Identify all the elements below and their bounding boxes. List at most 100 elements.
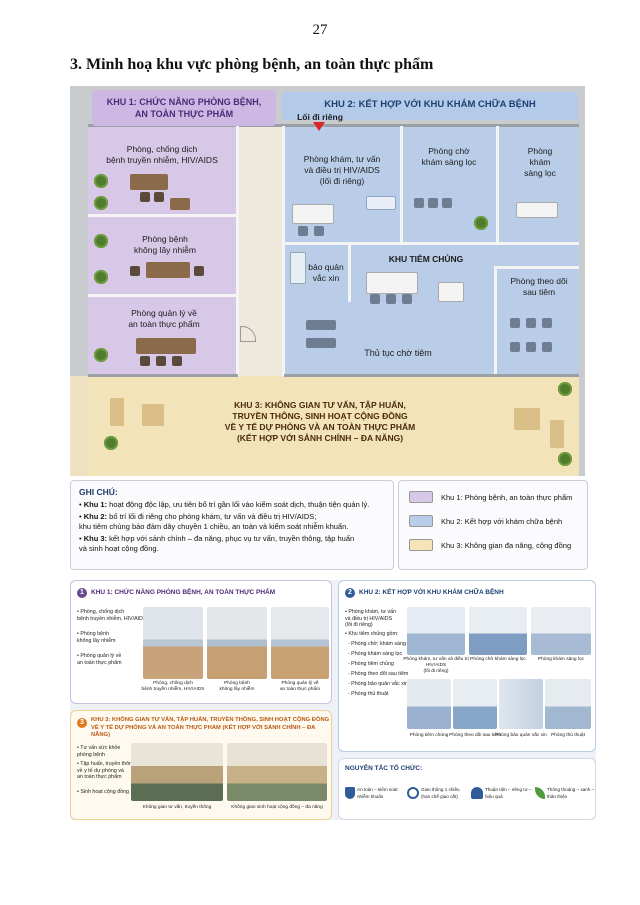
fridge (290, 252, 306, 284)
leaf-icon (535, 787, 545, 799)
legend-box: Khu 1: Phòng bệnh, an toàn thực phẩm Khu… (398, 480, 588, 570)
card3-bullet: • Sinh hoạt cộng đồng (77, 789, 129, 795)
note-item: • Khu 1: hoạt động độc lập, ưu tiên bố t… (79, 500, 370, 509)
legend-item: Khu 2: Kết hợp với khám chữa bệnh (409, 515, 587, 527)
flow-icon (407, 787, 419, 799)
zone2-area (284, 126, 579, 376)
photo-vaccination (407, 679, 451, 729)
zone3-left-wing (70, 376, 88, 476)
photo-food-safety (271, 607, 329, 679)
photo-screening (531, 607, 591, 655)
card3-title: KHU 3: KHÔNG GIAN TƯ VẤN, TẬP HUẤN, TRUY… (91, 717, 330, 738)
poster-card-zone1: 1 KHU 1: CHỨC NĂNG PHÒNG BỆNH, AN TOÀN T… (70, 580, 332, 704)
photo-caption: Phòng tiêm chủng (409, 733, 449, 738)
photo-post-vaccination (453, 679, 497, 729)
note-item: • Khu 2: bố trí lối đi riêng cho phòng k… (79, 512, 349, 531)
photo-caption: Phòng quản lý về an toàn thực phẩm (279, 681, 321, 692)
note-label: Khu 1: (83, 500, 108, 509)
poster-card-zone3: 3 KHU 3: KHÔNG GIAN TƯ VẤN, TẬP HUẤN, TR… (70, 710, 332, 820)
zone2-number-badge: 2 (345, 588, 355, 598)
photo-hiv-clinic (407, 607, 465, 655)
legend-item: Khu 1: Phòng bệnh, an toàn thực phẩm (409, 491, 587, 503)
poster: 1 KHU 1: CHỨC NĂNG PHÒNG BỆNH, AN TOÀN T… (70, 580, 596, 820)
floor-plan: KHU 1: CHỨC NĂNG PHÒNG BỆNH, AN TOÀN THỰ… (70, 86, 585, 476)
people-icon (471, 787, 483, 799)
photo-caption: Phòng, chống dịch bệnh truyền nhiễm, HIV… (141, 681, 205, 692)
photo-caption: Phòng bảo quản vắc xin (495, 733, 547, 738)
zone1-number-badge: 1 (77, 588, 87, 598)
sofa (550, 420, 564, 448)
section-heading: 3. Minh hoạ khu vực phòng bệnh, an toàn … (70, 56, 434, 73)
legend-swatch (409, 539, 433, 551)
plant-icon (558, 382, 572, 396)
page-number: 27 (312, 22, 328, 38)
photo-ncd (207, 607, 267, 679)
vaccination-table (366, 272, 418, 294)
photo-caption: Phòng chờ khám sàng lọc (470, 657, 526, 662)
card1-bullet: • Phòng bệnh không lây nhiễm (77, 631, 116, 644)
exam-bed (366, 196, 396, 210)
room-waiting-label: Phòng chờ khám sàng lọc (421, 146, 477, 167)
poster-card-zone2: 2 KHU 2: KẾT HỢP VỚI KHU KHÁM CHỮA BỆNH … (338, 580, 596, 752)
legend-swatch (409, 515, 433, 527)
desk (136, 338, 196, 354)
photo-caption: Phòng khám, tư vấn và điều trị HIV/AIDS … (403, 657, 469, 674)
desk (146, 262, 190, 278)
photo-caption: Phòng thủ thuật (551, 733, 585, 738)
notes-title: GHI CHÚ: (79, 487, 118, 497)
card2-bullet: • Khu tiêm chủng gồm: (345, 631, 399, 637)
room-hiv-prevention-label: Phòng, chống dịch bệnh truyền nhiễm, HIV… (106, 144, 218, 165)
card1-bullet: • Phòng, chống dịch bệnh truyền nhiễm, H… (77, 609, 147, 622)
card3-bullet: • Tập huấn, truyền thông về y tế dự phòn… (77, 761, 136, 780)
plant-icon (94, 234, 108, 248)
card2-bullet: • Phòng khám, tư vấn và điều trị HIV/AID… (345, 609, 397, 628)
plant-icon (94, 348, 108, 362)
zone2-title: KHU 2: KẾT HỢP VỚI KHU KHÁM CHỮA BỆNH (282, 92, 578, 120)
desk (292, 204, 334, 224)
sofa (110, 398, 124, 426)
principle-item: Giao thông 1 chiều (hạn chế giao cắt) (421, 787, 460, 799)
note-item: • Khu 3: kết hợp với sảnh chính – đa năn… (79, 534, 355, 553)
sofa (514, 408, 540, 430)
zone1-title: KHU 1: CHỨC NĂNG PHÒNG BỆNH, AN TOÀN THỰ… (92, 90, 276, 126)
room-hiv-clinic-label: Phòng khám, tư vấn và điều trị HIV/AIDS … (303, 154, 381, 186)
photo-caption: Không gian sinh hoạt cộng đồng – đa năng (231, 805, 323, 810)
card2-bullet: - Phòng chờ; khám sàng lọc (345, 641, 415, 647)
card2-bullet: - Phòng thủ thuật (345, 691, 389, 697)
photo-vaccine-storage (499, 679, 543, 729)
photo-caption: Phòng khám sàng lọc (537, 657, 585, 662)
photo-consultation (131, 743, 223, 801)
room-ncd-label: Phòng bệnh không lây nhiễm (134, 234, 196, 255)
card2-bullet: - Phòng theo dõi sau tiêm (345, 671, 409, 677)
room-post-vaccination-label: Phòng theo dõi sau tiêm (510, 276, 568, 297)
desk (516, 202, 558, 218)
plant-icon (104, 436, 118, 450)
card3-bullet: • Tư vấn sức khỏe phòng bệnh (77, 745, 121, 758)
plant-icon (558, 452, 572, 466)
desk (170, 198, 190, 210)
plant-icon (94, 174, 108, 188)
card1-title: KHU 1: CHỨC NĂNG PHÒNG BỆNH, AN TOÀN THỰ… (91, 589, 276, 596)
photo-caption: Phòng theo dõi sau tiêm (449, 733, 501, 738)
card2-title: KHU 2: KẾT HỢP VỚI KHU KHÁM CHỮA BỆNH (359, 589, 504, 596)
vaccination-table (438, 282, 464, 302)
photo-caption: Phòng bệnh không lây nhiễm (219, 681, 255, 692)
vaccination-area-label: KHU TIÊM CHỦNG (388, 254, 464, 264)
note-label: Khu 2: (83, 512, 108, 521)
private-path-label: Lối đi riêng (297, 112, 343, 122)
desk (130, 174, 168, 190)
card2-bullet: - Phòng khám sàng lọc (345, 651, 403, 657)
legend-item: Khu 3: Không gian đa năng, cộng đồng (409, 539, 587, 551)
note-label: Khu 3: (83, 534, 108, 543)
sofa (142, 404, 164, 426)
principle-item: Thông thoáng – xanh – thân thiện (547, 787, 595, 799)
zone3-area (88, 376, 579, 476)
principles-title: NGUYÊN TẮC TỔ CHỨC: (345, 765, 423, 772)
shield-icon (345, 787, 355, 799)
zone1-area (88, 126, 238, 376)
entry-arrow-icon (313, 122, 325, 131)
photo-hiv-prevention (143, 607, 203, 679)
zone3-title: KHU 3: KHÔNG GIAN TƯ VẤN, TẬP HUẤN, TRUY… (224, 400, 416, 443)
plant-icon (94, 270, 108, 284)
photo-community (227, 743, 327, 801)
